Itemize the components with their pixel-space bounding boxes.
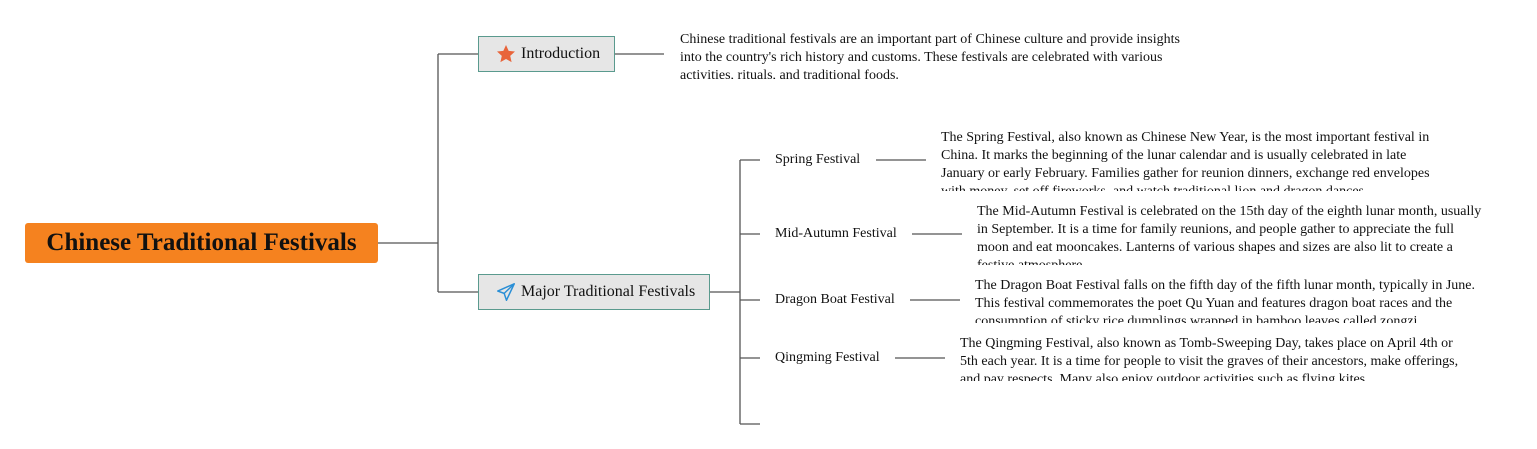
star-icon — [495, 43, 517, 65]
topic-major-festivals-label: Major Traditional Festivals — [521, 283, 696, 300]
spring-festival-note: The Spring Festival, also known as Chine… — [941, 130, 1430, 191]
qingming-festival-note: The Qingming Festival, also known as Tom… — [960, 336, 1459, 381]
topic-introduction[interactable]: Introduction — [478, 36, 615, 72]
topic-major-festivals[interactable]: Major Traditional Festivals — [478, 274, 710, 310]
dragon-boat-festival-note: The Dragon Boat Festival falls on the fi… — [975, 278, 1476, 323]
root-topic[interactable]: Chinese Traditional Festivals — [25, 223, 378, 263]
introduction-note: Chinese traditional festivals are an imp… — [680, 32, 1180, 79]
paper-plane-icon — [495, 281, 517, 303]
topic-introduction-label: Introduction — [521, 45, 601, 62]
root-title: Chinese Traditional Festivals — [46, 229, 357, 256]
topic-spring-festival[interactable]: Spring Festival — [775, 152, 861, 167]
mid-autumn-festival-note: The Mid-Autumn Festival is celebrated on… — [977, 204, 1482, 265]
topic-mid-autumn-festival[interactable]: Mid-Autumn Festival — [775, 226, 897, 241]
topic-qingming-festival[interactable]: Qingming Festival — [775, 350, 880, 365]
topic-dragon-boat-festival[interactable]: Dragon Boat Festival — [775, 292, 895, 307]
